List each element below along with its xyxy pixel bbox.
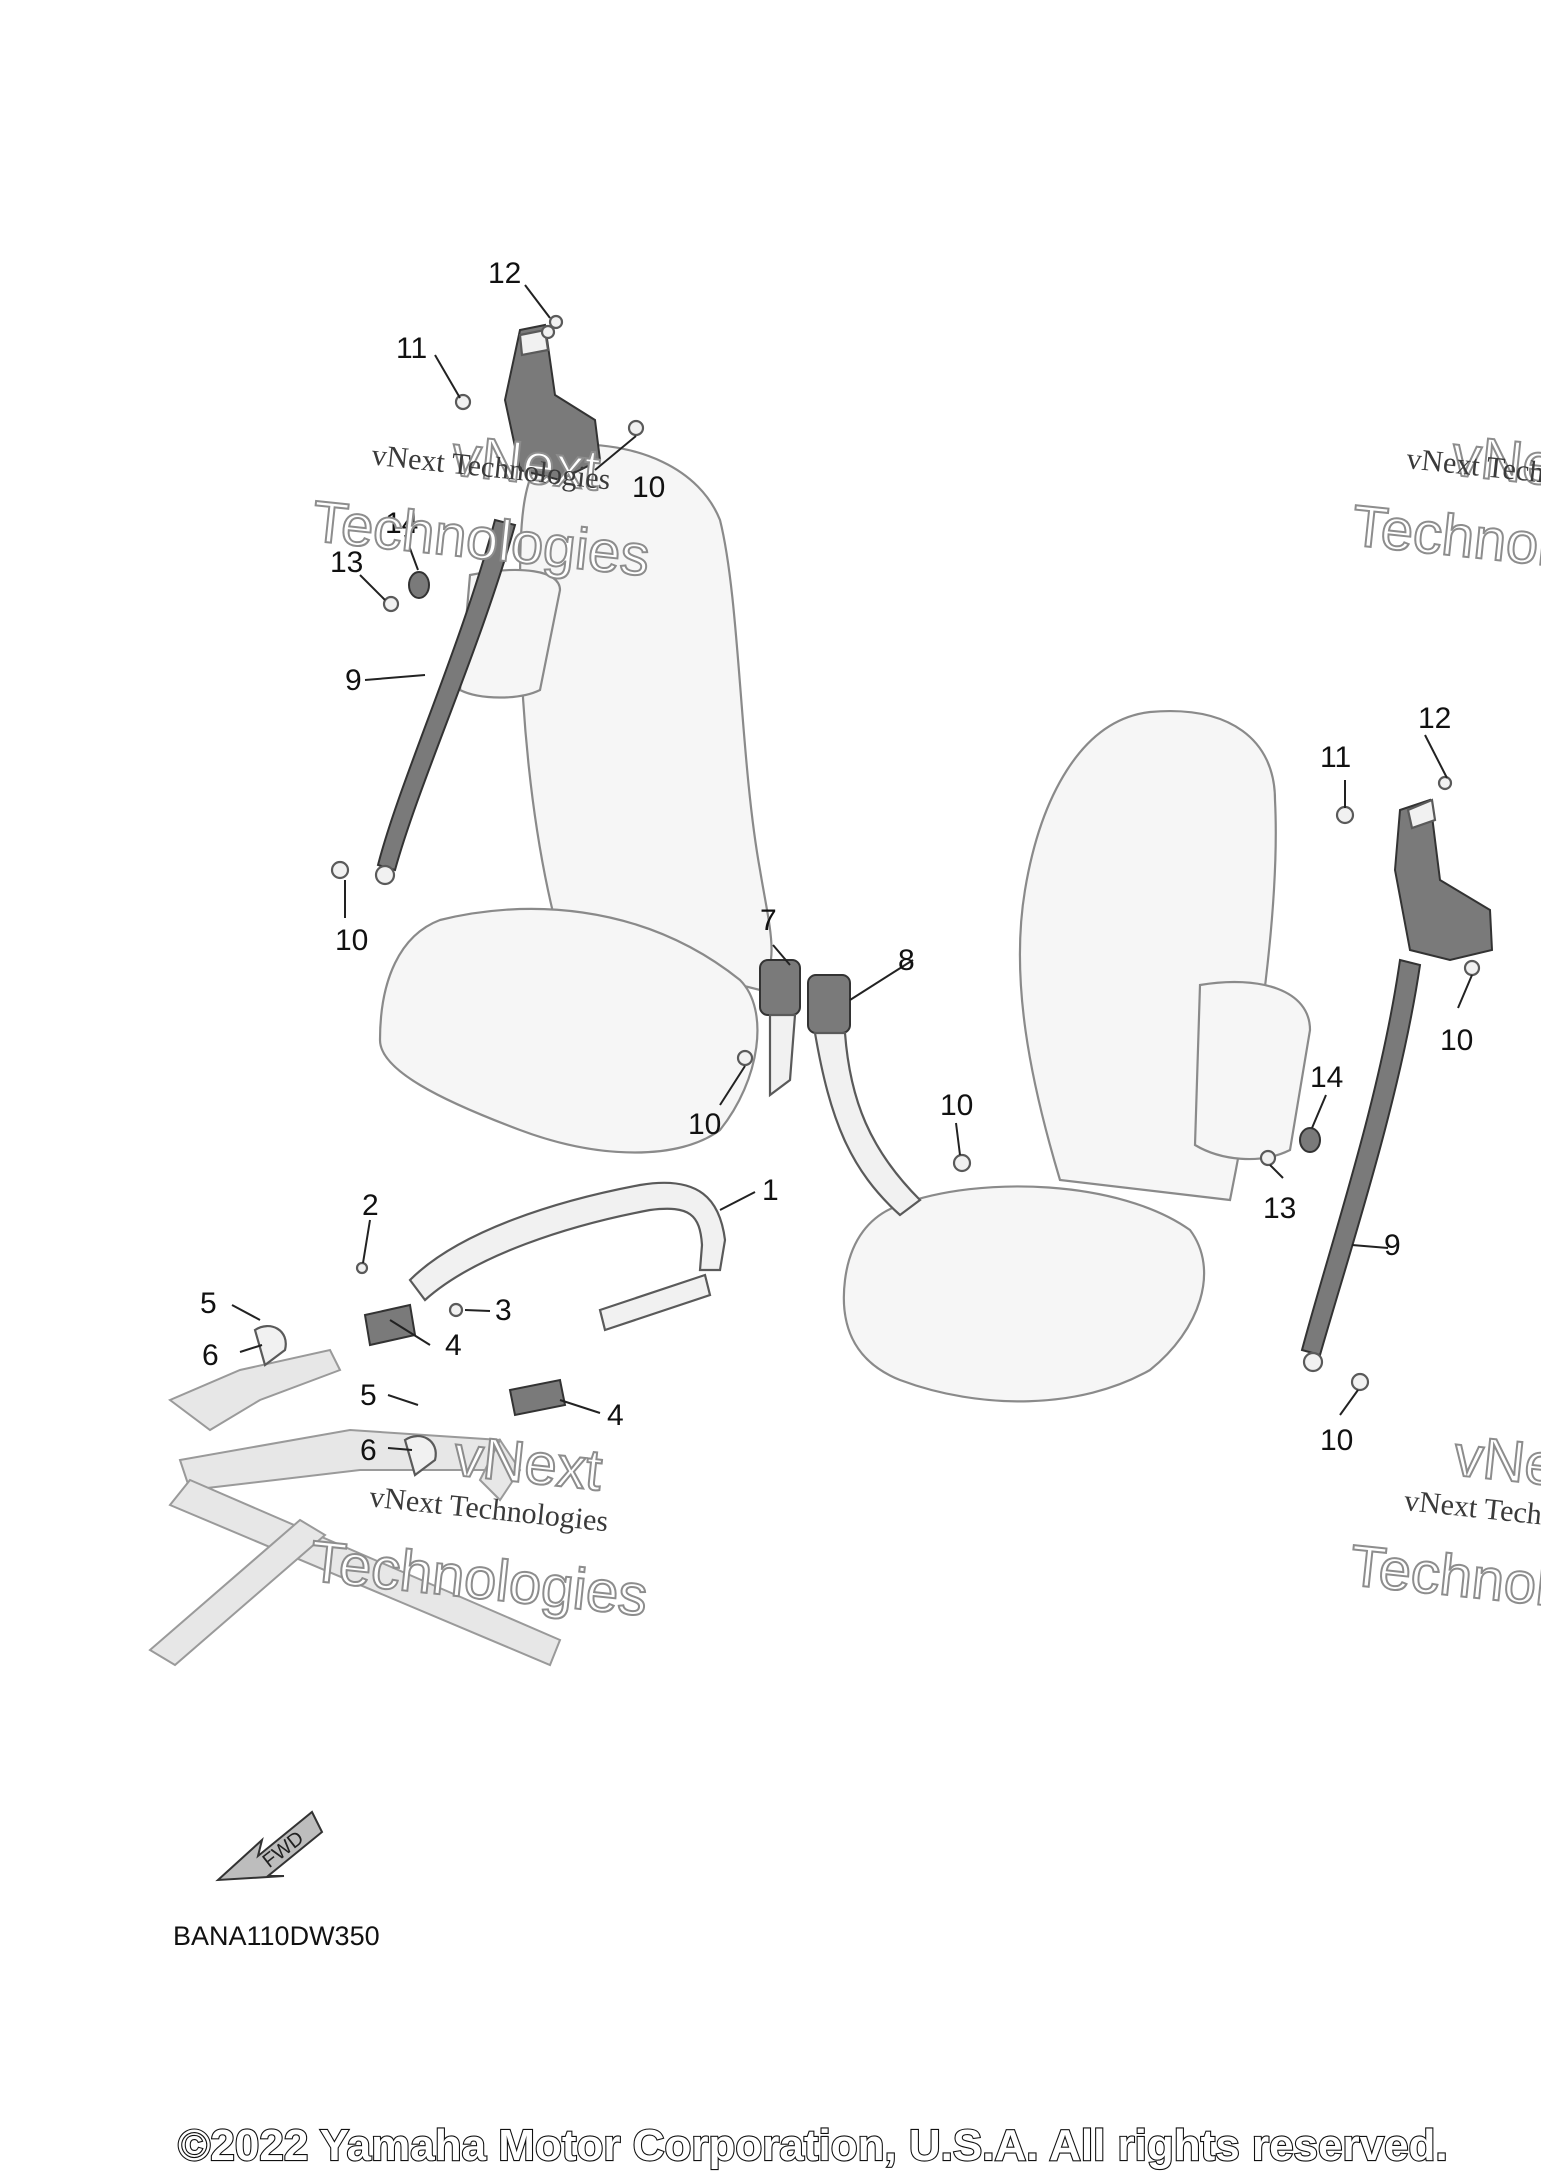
- callout-10-left-bottom: 10: [335, 924, 368, 957]
- callout-10-buckle: 10: [688, 1108, 721, 1141]
- callout-4-lower: 4: [607, 1399, 624, 1432]
- watermark-vnext: vNext: [451, 1423, 605, 1503]
- callout-9-right: 9: [1384, 1229, 1401, 1262]
- callout-2: 2: [362, 1189, 379, 1222]
- leader-lines: [231, 284, 1473, 1451]
- callout-12-left: 12: [488, 257, 521, 290]
- watermark-technologies: Technologies: [1347, 1533, 1541, 1633]
- callout-10-left-top: 10: [632, 471, 665, 504]
- left-seat: [378, 443, 773, 1154]
- callout-3: 3: [495, 1294, 512, 1327]
- callout-11-right: 11: [1320, 741, 1351, 774]
- right-seat: [842, 710, 1312, 1403]
- callout-1: 1: [762, 1174, 779, 1207]
- callout-11-left: 11: [396, 332, 427, 365]
- callout-4-upper: 4: [445, 1329, 462, 1362]
- callout-14-right: 14: [1310, 1061, 1343, 1094]
- callout-10-right-top: 10: [1440, 1024, 1473, 1057]
- callout-13-left: 13: [330, 546, 363, 579]
- watermark-vnext: vNext: [1451, 1423, 1541, 1503]
- callout-5-lower: 5: [360, 1379, 377, 1412]
- drawing-code: BANA110DW350: [173, 1921, 380, 1951]
- center-buckles: [736, 959, 972, 1217]
- callout-8: 8: [898, 944, 915, 977]
- grab-bar: [355, 1181, 727, 1417]
- callout-6-lower: 6: [360, 1434, 377, 1467]
- callout-13-right: 13: [1263, 1192, 1296, 1225]
- copyright-notice: ©2022 Yamaha Motor Corporation, U.S.A. A…: [178, 2121, 1448, 2170]
- right-belt-webbing: [1300, 958, 1422, 1373]
- callout-10-center: 10: [940, 1089, 973, 1122]
- callouts: 12 11 10 14 13 9 10 7 8 10 10 1 2 3 4 5 …: [200, 257, 1473, 1467]
- callout-6-upper: 6: [202, 1339, 219, 1372]
- watermark-technologies: Technologies: [1349, 493, 1541, 593]
- left-bolts: [330, 314, 645, 880]
- callout-5-upper: 5: [200, 1287, 217, 1320]
- left-retractor: [503, 323, 602, 482]
- callout-12-right: 12: [1418, 702, 1451, 735]
- fwd-arrow: FWD: [215, 1810, 324, 1882]
- right-bolts: [1259, 775, 1481, 1392]
- frame: [148, 1324, 562, 1667]
- right-retractor: [1393, 798, 1494, 962]
- callout-7: 7: [760, 904, 777, 937]
- callout-9-left: 9: [345, 664, 362, 697]
- callout-10-right-bottom: 10: [1320, 1424, 1353, 1457]
- left-belt-webbing: [374, 518, 517, 886]
- callout-14-left: 14: [385, 507, 418, 540]
